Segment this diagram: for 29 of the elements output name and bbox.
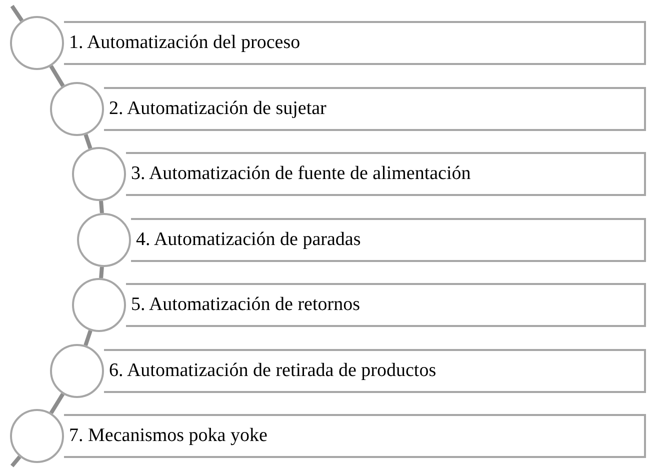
connector-line (49, 65, 65, 87)
connector-line (84, 330, 92, 346)
item-label: 1. Automatización del proceso (69, 32, 300, 54)
item-label: 7. Mecanismos poka yoke (69, 425, 268, 447)
circle-marker (50, 344, 104, 398)
item-label: 3. Automatización de fuente de alimentación (131, 163, 471, 185)
circle-marker (10, 16, 64, 70)
circle-marker (10, 409, 64, 463)
connector-line (49, 392, 65, 414)
connector-line (84, 134, 92, 150)
circle-marker (72, 278, 126, 332)
item-label: 5. Automatización de retornos (131, 294, 360, 316)
connector-line (99, 200, 104, 214)
connector-line (10, 455, 22, 468)
item-label: 4. Automatización de paradas (136, 229, 361, 251)
item-label: 6. Automatización de retirada de productos (109, 360, 436, 382)
item-label: 2. Automatización de sujetar (109, 98, 326, 120)
circle-marker (72, 147, 126, 201)
list-item-bar (104, 349, 646, 393)
connector-line (10, 4, 24, 22)
list-item-bar (126, 152, 646, 196)
connector-line (99, 266, 104, 278)
circle-marker (77, 213, 131, 267)
list-item-bar (64, 21, 646, 65)
circle-marker (50, 82, 104, 136)
list-item-bar (64, 414, 646, 458)
list-item-bar (131, 218, 646, 262)
list-item-bar (104, 87, 646, 131)
list-item-bar (126, 283, 646, 327)
